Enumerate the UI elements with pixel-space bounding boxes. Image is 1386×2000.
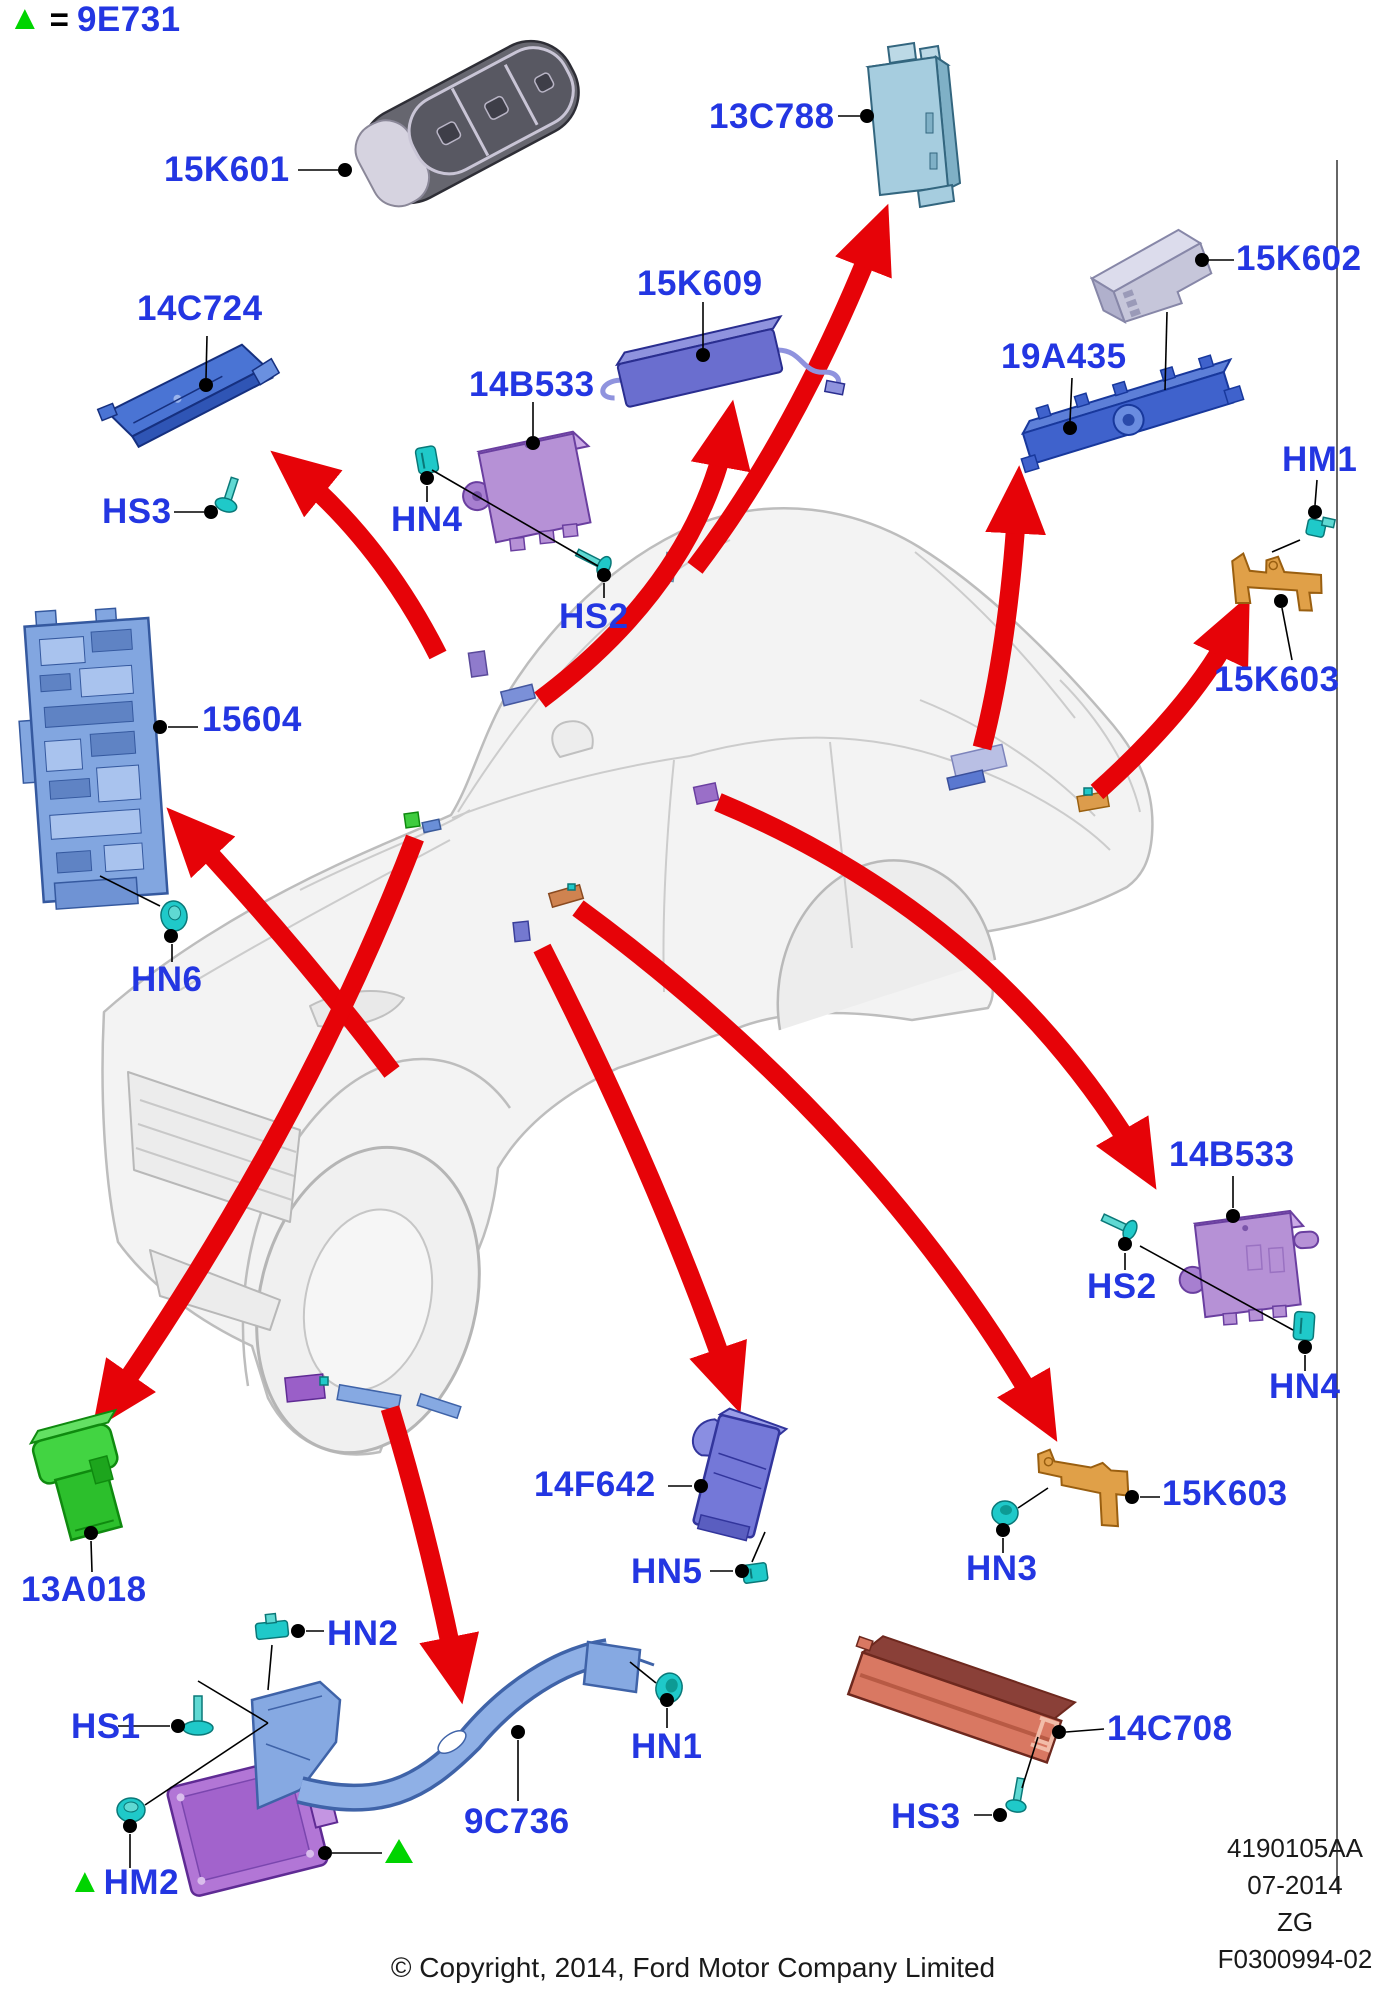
doc-code: 4190105AA: [1227, 1833, 1363, 1863]
triangle-marker-icon: [385, 1839, 413, 1863]
arrow-13c788: [687, 203, 892, 574]
part-label-15k601: 15K601: [164, 150, 290, 189]
part-label-hn6: HN6: [131, 960, 203, 999]
clip-hn4a-icon: [414, 445, 440, 475]
antenna-15k609-illustration: [600, 315, 846, 408]
legend-triangle-icon: ▲: [8, 0, 42, 37]
part-label-14c708: 14C708: [1107, 1709, 1233, 1748]
part-label-13a018: 13A018: [21, 1570, 147, 1609]
part-label-15k602: 15K602: [1236, 239, 1362, 278]
module-14c724-illustration: [96, 343, 281, 449]
module-14b533b-illustration: [1178, 1209, 1320, 1326]
location-arrows: [91, 203, 1250, 1705]
part-label-hn5: HN5: [631, 1552, 703, 1591]
part-label-hs2-lower: HS2: [1087, 1267, 1157, 1306]
clip-hn5-icon: [741, 1562, 769, 1584]
bracket-15k603b-illustration: [1037, 1448, 1130, 1528]
arrow-19a435: [972, 465, 1046, 751]
screw-hs3a-icon: [214, 476, 239, 513]
nut-hm2-icon: [116, 1797, 146, 1823]
hm2-triangle-icon: ▲: [68, 1861, 102, 1900]
module-14f642-illustration: [691, 1407, 789, 1542]
part-label-hn1: HN1: [631, 1727, 703, 1766]
part-label-hn4-lower: HN4: [1269, 1367, 1341, 1406]
module-13a018-illustration: [28, 1408, 124, 1542]
bracket-15k603a-illustration: [1231, 551, 1323, 612]
part-label-hm1: HM1: [1282, 440, 1358, 479]
part-label-13c788: 13C788: [709, 97, 835, 136]
part-label-hm2: HM2: [103, 1863, 180, 1902]
doc-number: F0300994-02: [1217, 1944, 1373, 1974]
arrow-14f642: [533, 943, 747, 1414]
module-14c708-illustration: [846, 1635, 1078, 1765]
part-label-hm2-row: ▲ HM2: [68, 1861, 180, 1902]
bolt-hm1-icon: [1305, 516, 1337, 538]
nut-hn3-icon: [991, 1500, 1019, 1526]
part-label-14c724: 14C724: [137, 289, 263, 328]
module-13c788-illustration: [865, 41, 962, 209]
doc-date: 07-2014: [1247, 1870, 1343, 1900]
bracket-9c736-illustration: [250, 1638, 655, 1812]
arrow-13a018: [91, 834, 424, 1431]
fasteners: [116, 445, 1337, 1823]
callout-dots: [84, 109, 1322, 1860]
arrow-15k609: [534, 399, 751, 708]
doc-region: ZG: [1276, 1907, 1314, 1937]
part-label-15k603-lower: 15K603: [1162, 1474, 1288, 1513]
part-label-15604: 15604: [202, 700, 302, 739]
screw-hs2b-icon: [1100, 1213, 1138, 1241]
part-label-hn4-upper: HN4: [391, 500, 463, 539]
rail-19a435-illustration: [1020, 354, 1245, 474]
part-label-14f642: 14F642: [534, 1465, 656, 1504]
part-label-hs3-upper: HS3: [102, 492, 172, 531]
module-14b533a-illustration: [462, 430, 592, 552]
arrow-14c708: [572, 900, 1058, 1442]
part-label-hs1: HS1: [71, 1707, 141, 1746]
part-label-14b533-lower: 14B533: [1169, 1135, 1295, 1174]
part-label-9c736: 9C736: [464, 1802, 570, 1841]
copyright-notice: © Copyright, 2014, Ford Motor Company Li…: [390, 1952, 996, 1983]
nut-hn6-icon: [160, 900, 188, 932]
part-label-15k603-upper: 15K603: [1214, 660, 1340, 699]
part-label-14b533-upper: 14B533: [469, 365, 595, 404]
screw-hs3b-icon: [1005, 1776, 1027, 1813]
part-label-hn2: HN2: [327, 1614, 399, 1653]
part-label-15k609: 15K609: [637, 264, 763, 303]
screw-hs1-icon: [182, 1695, 214, 1736]
legend: ▲ = 9E731: [8, 0, 181, 39]
arrow-14b533b: [714, 793, 1157, 1190]
arrow-15k603a: [1090, 594, 1250, 800]
callout-lines: [90, 115, 1318, 1868]
part-label-hs2-upper: HS2: [559, 597, 629, 636]
part-label-hn3: HN3: [966, 1549, 1038, 1588]
clip-hn2-icon: [254, 1612, 290, 1641]
module-15k602-illustration: [1089, 228, 1213, 325]
fusebox-15604-illustration: [18, 607, 169, 910]
arrow-14c724: [270, 450, 447, 660]
legend-part-code: 9E731: [76, 0, 181, 39]
legend-equals: =: [49, 1, 69, 38]
key-fob-illustration: [354, 39, 580, 208]
arrow-9c736: [380, 1405, 480, 1705]
arrow-15604: [166, 807, 400, 1078]
clip-hn4b-icon: [1292, 1310, 1316, 1342]
part-label-hs3-lower: HS3: [891, 1797, 961, 1836]
part-label-19a435: 19A435: [1001, 337, 1127, 376]
